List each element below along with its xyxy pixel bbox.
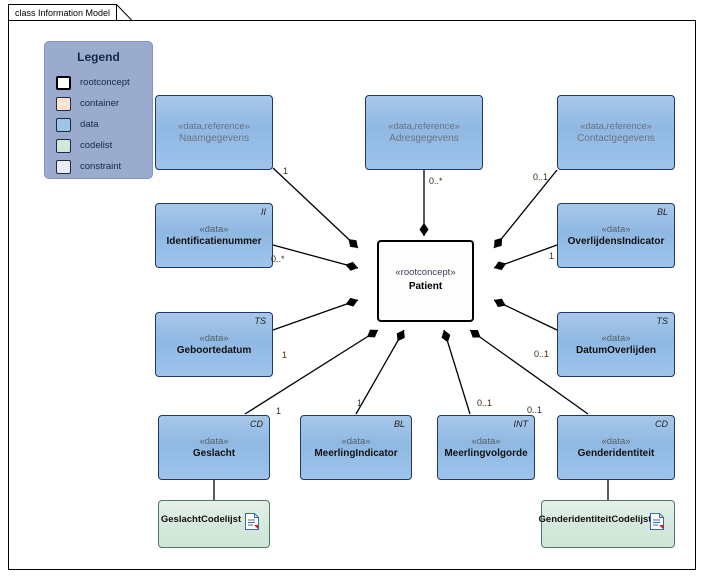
class-node-meerlingvolgorde[interactable]: INT «data»Meerlingvolgorde	[437, 415, 538, 483]
type-badge-geboortedatum: TS	[254, 316, 266, 326]
edge-genderidentiteit-patient	[469, 329, 589, 415]
legend-title: Legend	[77, 50, 120, 64]
class-node-meerlingindicator[interactable]: BL «data»MeerlingIndicator	[300, 415, 415, 483]
multiplicity-label-geslacht: 1	[276, 406, 282, 416]
type-badge-meerlingvolgorde: INT	[513, 419, 529, 429]
type-badge-genderidentiteit: CD	[655, 419, 668, 429]
edge-datumoverlijden-patient	[493, 298, 558, 331]
multiplicity-label-adresgegevens: 0..*	[429, 176, 443, 186]
stereotype-datumoverlijden: «data»	[601, 332, 631, 344]
class-node-geslacht[interactable]: CD «data»Geslacht	[158, 415, 273, 483]
multiplicity-label-naamgegevens: 1	[283, 166, 289, 176]
multiplicity-label-genderidentiteit: 0..1	[527, 405, 543, 415]
legend-label-rootconcept: rootconcept	[80, 77, 130, 88]
type-badge-geslacht: CD	[250, 419, 263, 429]
class-name-genderidentiteit: Genderidentiteit	[577, 447, 655, 459]
legend-item-rootconcept: rootconcept	[56, 74, 130, 91]
class-node-overlijdensindicator[interactable]: BL «data»OverlijdensIndicator	[557, 203, 678, 271]
class-node-datumoverlijden[interactable]: TS «data»DatumOverlijden	[557, 312, 678, 380]
edge-geboortedatum-patient	[272, 297, 359, 331]
edge-naamgegevens-patient	[272, 167, 359, 249]
multiplicity-label-overlijdensindicator: 1	[549, 251, 555, 261]
legend-panel: Legend rootconcept container data codeli…	[44, 41, 155, 181]
edge-geslacht-patient	[244, 329, 379, 415]
multiplicity-label-geboortedatum: 1	[282, 350, 288, 360]
class-name-identificatienummer: Identificatienummer	[166, 235, 262, 247]
class-name-genderidcodelijst: GenderidentiteitCodelijst	[538, 514, 652, 525]
class-name-overlijdensindicator: OverlijdensIndicator	[567, 235, 665, 247]
class-node-contactgegevens[interactable]: «data,reference»Contactgegevens	[557, 95, 678, 173]
type-badge-identificatienummer: II	[260, 207, 266, 217]
diagram-tab-slant	[116, 4, 134, 22]
legend-swatch-container	[56, 96, 71, 111]
class-name-contactgegevens: Contactgegevens	[577, 132, 655, 144]
edge-contactgegevens-patient	[493, 169, 558, 249]
multiplicity-label-identificatienummer: 0..*	[271, 254, 285, 264]
diagram-title-tab: class Information Model	[8, 4, 118, 21]
class-name-geboortedatum: Geboortedatum	[176, 344, 252, 356]
multiplicity-label-contactgegevens: 0..1	[533, 172, 549, 182]
legend-swatch-constraint	[56, 159, 71, 174]
stereotype-overlijdensindicator: «data»	[601, 223, 631, 235]
legend-label-constraint: constraint	[80, 161, 122, 172]
stereotype-meerlingindicator: «data»	[341, 435, 371, 447]
class-name-adresgegevens: Adresgegevens	[389, 132, 459, 144]
edge-meerlingvolgorde-patient	[441, 329, 471, 415]
legend-swatch-rootconcept	[56, 75, 71, 90]
legend-swatch-codelist	[56, 138, 71, 153]
class-name-geslachtcodelijst: GeslachtCodelijst	[160, 514, 242, 525]
class-node-geslachtcodelijst[interactable]: GeslachtCodelijst	[158, 500, 273, 551]
legend-label-data: data	[80, 119, 99, 130]
document-icon	[245, 513, 259, 530]
multiplicity-label-datumoverlijden: 0..1	[534, 349, 550, 359]
class-name-meerlingvolgorde: Meerlingvolgorde	[444, 447, 528, 459]
class-node-adresgegevens[interactable]: «data,reference»Adresgegevens	[365, 95, 486, 173]
class-name-naamgegevens: Naamgegevens	[178, 132, 250, 144]
multiplicity-label-meerlingindicator: 1	[357, 398, 363, 408]
stereotype-genderidentiteit: «data»	[601, 435, 631, 447]
stereotype-adresgegevens: «data,reference»	[388, 120, 460, 132]
class-node-naamgegevens[interactable]: «data,reference»Naamgegevens	[155, 95, 276, 173]
stereotype-meerlingvolgorde: «data»	[471, 435, 501, 447]
type-badge-datumoverlijden: TS	[656, 316, 668, 326]
legend-label-container: container	[80, 98, 120, 109]
diagram-title-label: class Information Model	[15, 7, 111, 18]
legend-label-codelist: codelist	[80, 140, 113, 151]
multiplicity-label-meerlingvolgorde: 0..1	[477, 398, 493, 408]
legend-item-container: container	[56, 95, 119, 112]
document-icon	[650, 513, 664, 530]
class-name-meerlingindicator: MeerlingIndicator	[314, 447, 398, 459]
class-node-genderidcodelijst[interactable]: GenderidentiteitCodelijst	[538, 500, 678, 551]
class-node-identificatienummer[interactable]: II «data»Identificatienummer	[155, 203, 276, 271]
stereotype-identificatienummer: «data»	[199, 223, 229, 235]
type-badge-meerlingindicator: BL	[393, 419, 405, 429]
legend-swatch-data	[56, 117, 71, 132]
class-name-patient: Patient	[408, 281, 443, 292]
class-name-geslacht: Geslacht	[192, 447, 236, 459]
edge-meerlingindicator-patient	[355, 329, 405, 415]
legend-item-codelist: codelist	[56, 137, 112, 154]
stereotype-geslacht: «data»	[199, 435, 229, 447]
stereotype-geboortedatum: «data»	[199, 332, 229, 344]
class-node-genderidentiteit[interactable]: CD «data»Genderidentiteit	[557, 415, 678, 483]
class-node-geboortedatum[interactable]: TS «data»Geboortedatum	[155, 312, 276, 380]
legend-item-constraint: constraint	[56, 158, 121, 175]
edge-overlijdensindicator-patient	[493, 244, 558, 271]
type-badge-overlijdensindicator: BL	[656, 207, 668, 217]
legend-item-data: data	[56, 116, 99, 133]
class-node-patient[interactable]: «rootconcept» Patient	[377, 240, 477, 325]
edge-identificatienummer-patient	[272, 244, 359, 271]
class-name-datumoverlijden: DatumOverlijden	[575, 344, 657, 356]
stereotype-patient: «rootconcept»	[395, 267, 456, 278]
stereotype-naamgegevens: «data,reference»	[178, 120, 250, 132]
stereotype-contactgegevens: «data,reference»	[580, 120, 652, 132]
